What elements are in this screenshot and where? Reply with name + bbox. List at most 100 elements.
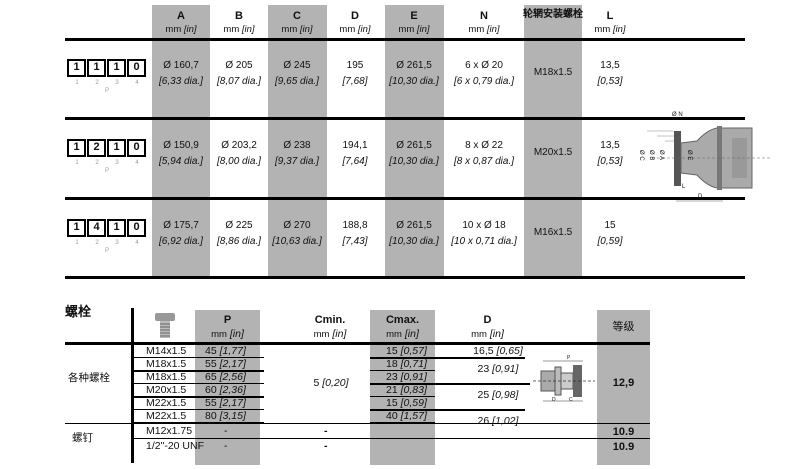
d-inch: [1,02] <box>492 415 519 427</box>
d-inch: [0,65] <box>496 345 523 357</box>
group-label-screws: 螺钉 <box>72 432 93 444</box>
cell-value: M18x1.5 <box>533 67 573 78</box>
header-divider <box>65 342 650 345</box>
code-position: 1 <box>75 240 79 246</box>
row-line <box>134 409 264 410</box>
cell-value-inch: [8,00 dia.] <box>217 156 261 167</box>
code-position: 2 <box>95 240 99 246</box>
cell-value: Ø 261,5 <box>396 60 432 71</box>
cell-value: Ø 175,7 <box>163 220 199 231</box>
gray-column-band <box>268 5 327 277</box>
cell-value-inch: [9,37 dia.] <box>275 156 319 167</box>
cell-value: Ø 261,5 <box>396 220 432 231</box>
cell-value-inch: [0,59] <box>597 236 623 247</box>
p-value: 80 <box>205 410 217 422</box>
d-inch: [0,98] <box>492 389 519 401</box>
unit-mm: mm <box>398 24 415 35</box>
cell-value-inch: [8,86 dia.] <box>217 236 261 247</box>
cell-value: 13,5 <box>600 140 620 151</box>
cell-value: Ø 150,9 <box>163 140 199 151</box>
screw-grade: 10.9 <box>612 441 635 453</box>
group-divider <box>65 423 650 424</box>
cell-B: Ø 225[8,86 dia.] <box>199 219 279 249</box>
code-position: 4 <box>135 80 139 86</box>
cell-N: 8 x Ø 22[8 x 0,87 dia.] <box>444 139 524 169</box>
header-label: E <box>410 10 418 22</box>
cell-value-inch: [8,07 dia.] <box>217 76 261 87</box>
unit-in: [in] <box>241 24 255 35</box>
bolt-p: 80 [3,15] <box>205 410 246 423</box>
cell-value: 13,5 <box>600 60 620 71</box>
diagram-label-d: D <box>552 397 556 403</box>
bolt-header-cmin: Cmin.mm [in] <box>295 313 365 342</box>
unit-mm: mm <box>471 329 487 340</box>
column-header-7: 轮辋安装螺栓 <box>519 9 587 21</box>
row-line <box>134 370 264 372</box>
unit-mm: mm <box>339 24 356 35</box>
p-value: 45 <box>205 345 217 357</box>
row-line <box>435 383 530 385</box>
row-line <box>134 396 264 398</box>
d-value: 16,5 [0,65] <box>460 345 536 358</box>
bolt-cmax: 21 [0,83] <box>386 384 427 397</box>
cell-A: Ø 160,7[6,33 dia.] <box>141 59 221 89</box>
cell-D: 188,8[7,43] <box>315 219 395 249</box>
code-position: 2 <box>95 160 99 166</box>
code-position: 1 <box>75 160 79 166</box>
cell-E: Ø 261,5 [10,30 dia.] <box>374 219 454 249</box>
header-unit: mm [in] <box>398 24 429 35</box>
group-label-bolts: 各种螺栓 <box>68 372 110 384</box>
cmax-inch: [0,91] <box>400 371 427 383</box>
code-digit: 1 <box>87 59 106 77</box>
p-value: 55 <box>205 358 217 370</box>
d: 16,5 <box>473 345 494 357</box>
code-position: 4 <box>135 160 139 166</box>
gray-column-band <box>524 5 582 277</box>
header-label: D <box>351 10 359 22</box>
grade-value: 12,9 <box>612 377 635 389</box>
cell-value: Ø 238 <box>283 140 311 151</box>
bolt-icon <box>153 312 178 340</box>
diagram-label-d: D <box>698 194 703 200</box>
cell-L: 15[0,59] <box>570 219 650 249</box>
cmax-value: 40 <box>386 410 398 422</box>
code-digit: 1 <box>67 219 86 237</box>
cell-value: Ø 245 <box>283 60 311 71</box>
cmax-inch: [0,59] <box>400 397 427 409</box>
p-inch: [3,15] <box>219 410 246 422</box>
screw-grade: 10.9 <box>612 426 635 438</box>
cell-value-inch: [10,30 dia.] <box>389 156 439 167</box>
code-digit: 2 <box>87 139 106 157</box>
code-position-label: P <box>104 168 109 174</box>
gray-column-band <box>385 5 444 277</box>
cell-value-inch: [10,30 dia.] <box>389 236 439 247</box>
diagram-label-a: Ø A <box>658 150 664 161</box>
cell-value-inch: [9,65 dia.] <box>275 76 319 87</box>
unit-in: [in] <box>332 328 347 340</box>
cell-D: 194,1[7,64] <box>315 139 395 169</box>
code-position-label: P <box>104 248 109 254</box>
row-line <box>370 396 435 397</box>
code-digit: 0 <box>127 59 146 77</box>
d-inch: [0,91] <box>492 363 519 375</box>
screw-p: - <box>224 425 228 437</box>
header-unit: mm [in] <box>471 328 504 340</box>
header-unit: mm [in] <box>211 328 244 340</box>
diagram-label-e: Ø E <box>686 150 692 161</box>
p-inch: [2,56] <box>219 371 246 383</box>
gray-column-band <box>370 310 435 465</box>
cell-value-inch: [10,30 dia.] <box>389 76 439 87</box>
bolt-size: M22x1.5 <box>146 410 187 422</box>
unit-in: [in] <box>229 328 244 340</box>
cell-value-inch: [10 x 0,71 dia.] <box>451 236 517 247</box>
bolt-header-cmax: Cmax.mm [in] <box>370 313 435 342</box>
code-position: 3 <box>115 240 119 246</box>
